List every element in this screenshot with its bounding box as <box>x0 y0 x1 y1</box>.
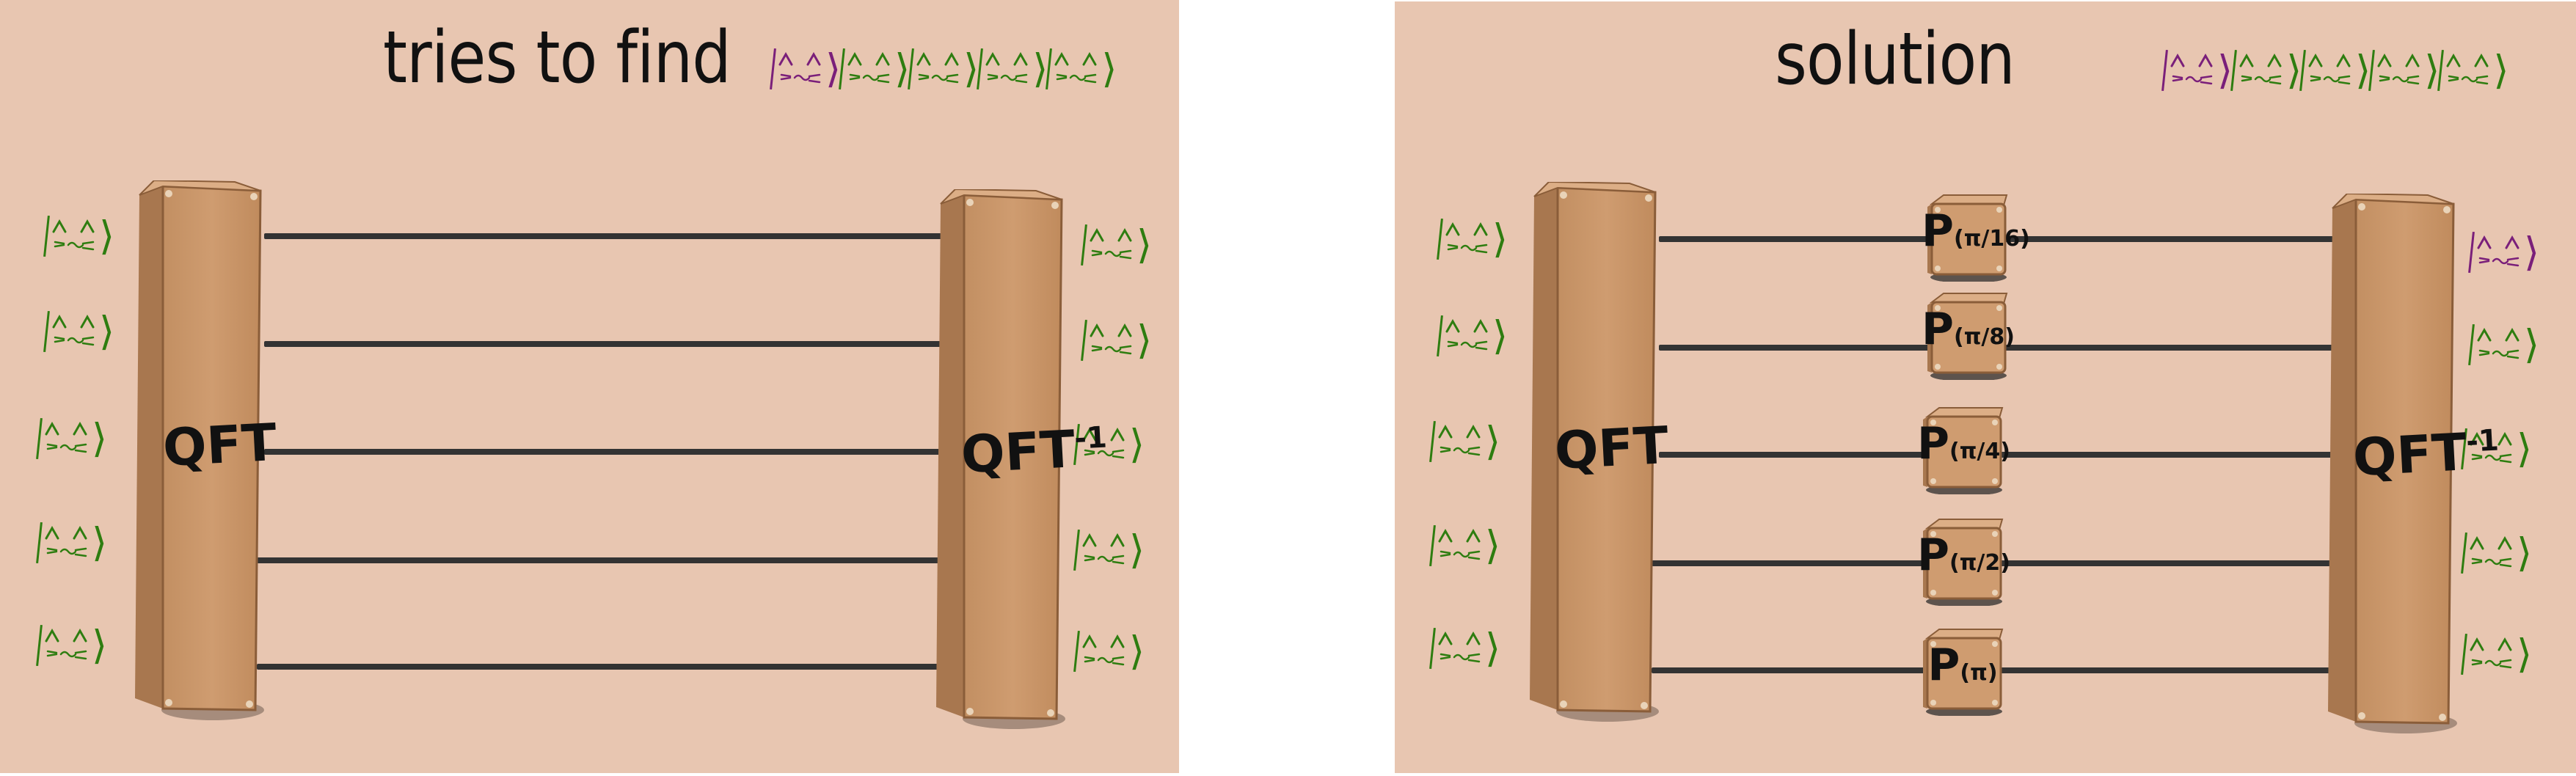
output-ket-cat-icon: ⟩ <box>1073 631 1145 673</box>
panel-title: solution <box>1775 18 2015 101</box>
input-ket-cat-icon: ⟩ <box>36 625 107 667</box>
panel-title: tries to find <box>383 16 731 100</box>
input-ket-cat-icon: ⟩ <box>1429 628 1500 670</box>
target-state-row: ⟩⟩⟩⟩⟩ <box>770 48 1117 90</box>
output-ket-cat-icon: ⟩ <box>2461 428 2532 470</box>
output-ket-cat-icon: ⟩ <box>2468 232 2539 274</box>
output-ket-cat-icon: ⟩ <box>1073 424 1145 466</box>
qft-gate-label: QFT <box>161 411 279 479</box>
output-ket-cat-icon: ⟩ <box>2461 634 2532 676</box>
input-ket-cat-icon: ⟩ <box>1429 525 1500 567</box>
qubit-wire <box>264 233 946 239</box>
input-ket-cat-icon: ⟩ <box>1429 421 1500 463</box>
qubit-wire <box>264 449 946 455</box>
ket-cat-icon: ⟩ <box>2230 50 2302 92</box>
inverse-qft-gate-label: QFT-1 <box>959 419 1108 486</box>
input-ket-cat-icon: ⟩ <box>1437 315 1508 357</box>
input-ket-cat-icon: ⟩ <box>1437 219 1508 260</box>
ket-cat-icon: ⟩ <box>770 48 841 90</box>
ket-cat-icon: ⟩ <box>2437 50 2509 92</box>
output-ket-cat-icon: ⟩ <box>1073 530 1145 571</box>
qft-gate-label: QFT <box>1552 414 1671 482</box>
target-state-row: ⟩⟩⟩⟩⟩ <box>2161 50 2509 92</box>
phase-gate: P(π/8) <box>1922 289 2015 380</box>
input-ket-cat-icon: ⟩ <box>36 418 107 460</box>
input-ket-cat-icon: ⟩ <box>43 311 114 353</box>
input-ket-cat-icon: ⟩ <box>43 216 114 257</box>
output-ket-cat-icon: ⟩ <box>1081 320 1152 362</box>
phase-gate: P(π/4) <box>1917 403 2010 494</box>
output-ket-cat-icon: ⟩ <box>2461 532 2532 574</box>
panel-solution: solution ⟩⟩⟩⟩⟩ ⟩ ⟩ ⟩ ⟩ ⟩ ⟩ ⟩ ⟩ ⟩ ⟩ P(π/1… <box>1395 1 2576 773</box>
ket-cat-icon: ⟩ <box>977 48 1048 90</box>
qubit-wire <box>264 341 946 347</box>
input-ket-cat-icon: ⟩ <box>36 522 107 564</box>
ket-cat-icon: ⟩ <box>2161 50 2233 92</box>
ket-cat-icon: ⟩ <box>908 48 979 90</box>
phase-gate: P(π/2) <box>1917 515 2010 606</box>
ket-cat-icon: ⟩ <box>1046 48 1117 90</box>
phase-gate: P(π) <box>1917 625 2008 716</box>
phase-gate: P(π/16) <box>1922 191 2030 282</box>
ket-cat-icon: ⟩ <box>839 48 910 90</box>
panel-tries-to-find: tries to find ⟩⟩⟩⟩⟩ ⟩ ⟩ ⟩ ⟩ ⟩ ⟩ ⟩ ⟩ ⟩ ⟩ … <box>0 0 1179 773</box>
ket-cat-icon: ⟩ <box>2299 50 2371 92</box>
qubit-wire <box>257 557 946 563</box>
inverse-qft-gate-label: QFT-1 <box>2351 422 2500 488</box>
qubit-wire <box>257 664 946 670</box>
output-ket-cat-icon: ⟩ <box>1081 224 1152 266</box>
output-ket-cat-icon: ⟩ <box>2468 324 2539 366</box>
ket-cat-icon: ⟩ <box>2368 50 2440 92</box>
